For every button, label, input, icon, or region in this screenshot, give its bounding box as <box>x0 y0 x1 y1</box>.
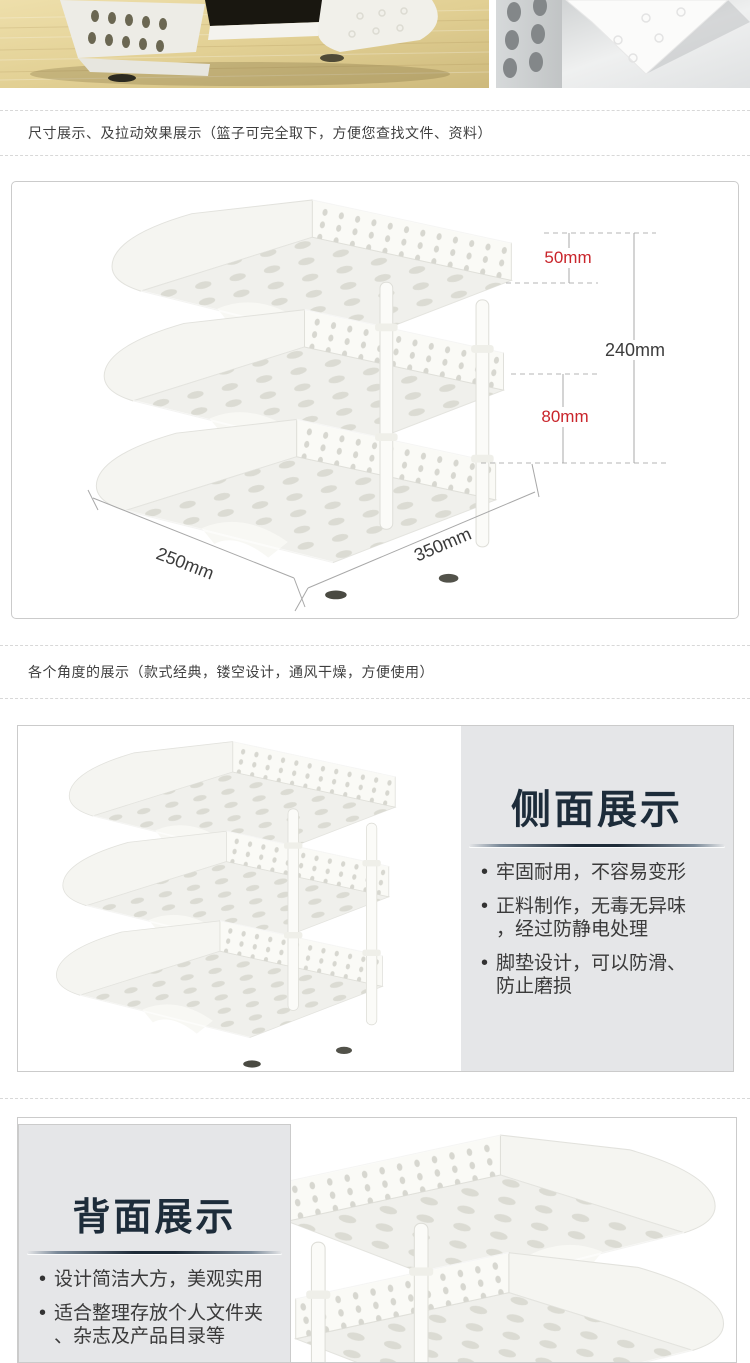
bullet-text: 脚垫设计，可以防滑、 防止磨损 <box>496 953 687 997</box>
bullet-icon: • <box>481 861 489 883</box>
dashed-divider <box>0 1098 750 1099</box>
heading-divider <box>469 844 725 847</box>
back-bullet-list: • 设计简洁大方，美观实用 • 适合整理存放个人文件夹 、杂志及产品目录等 <box>39 1268 284 1348</box>
dim-label-50mm: 50mm <box>544 248 591 267</box>
side-display-panel: 侧面展示 • 牢固耐用，不容易变形 • 正料制作，无毒无异味 ，经过防静电处理 … <box>461 726 733 1071</box>
back-display-heading: 背面展示 <box>72 1197 237 1239</box>
list-item: • 正料制作，无毒无异味 ，经过防静电处理 <box>481 895 727 941</box>
dim-label-350mm: 350mm <box>411 524 474 566</box>
list-item: • 适合整理存放个人文件夹 、杂志及产品目录等 <box>39 1302 284 1348</box>
bullet-text: 适合整理存放个人文件夹 、杂志及产品目录等 <box>54 1303 264 1347</box>
desk-photo-art <box>0 0 489 88</box>
size-caption-row: 尺寸展示、及拉动效果展示（篮子可完全取下，方便您查找文件、资料） <box>0 110 750 156</box>
bullet-text: 正料制作，无毒无异味 ，经过防静电处理 <box>496 896 687 940</box>
list-item: • 脚垫设计，可以防滑、 防止磨损 <box>481 952 727 998</box>
back-display-photo <box>291 1119 737 1363</box>
side-tray-art <box>18 726 461 1071</box>
side-display-photo <box>18 726 461 1071</box>
bullet-text: 牢固耐用，不容易变形 <box>496 862 687 883</box>
dimension-figure: 50mm 240mm 80mm 250mm 350mm <box>11 181 739 619</box>
dimension-diagram: 50mm 240mm 80mm 250mm 350mm <box>87 182 668 612</box>
side-bullet-list: • 牢固耐用，不容易变形 • 正料制作，无毒无异味 ，经过防静电处理 • 脚垫设… <box>481 861 727 998</box>
dim-label-80mm: 80mm <box>541 407 588 426</box>
bullet-icon: • <box>39 1302 47 1324</box>
dim-label-250mm: 250mm <box>154 543 217 583</box>
angles-caption-text: 各个角度的展示（款式经典，镂空设计，通风干燥，方便使用） <box>28 664 434 680</box>
bullet-icon: • <box>481 952 489 974</box>
top-photo-closeup <box>496 0 750 88</box>
side-display-section: 侧面展示 • 牢固耐用，不容易变形 • 正料制作，无毒无异味 ，经过防静电处理 … <box>17 725 734 1072</box>
bullet-text: 设计简洁大方，美观实用 <box>54 1269 264 1290</box>
back-display-panel: 背面展示 • 设计简洁大方，美观实用 • 适合整理存放个人文件夹 、杂志及产品目… <box>18 1124 291 1362</box>
angles-caption-row: 各个角度的展示（款式经典，镂空设计，通风干燥，方便使用） <box>0 645 750 699</box>
size-caption-text: 尺寸展示、及拉动效果展示（篮子可完全取下，方便您查找文件、资料） <box>28 125 492 141</box>
dim-label-240mm: 240mm <box>605 340 665 360</box>
bullet-icon: • <box>39 1268 47 1290</box>
bullet-icon: • <box>481 895 489 917</box>
top-photo-desk <box>0 0 489 88</box>
list-item: • 牢固耐用，不容易变形 <box>481 861 727 884</box>
side-display-heading: 侧面展示 <box>511 788 683 832</box>
heading-divider <box>27 1251 282 1254</box>
back-display-section: 背面展示 • 设计简洁大方，美观实用 • 适合整理存放个人文件夹 、杂志及产品目… <box>17 1117 737 1363</box>
closeup-photo-art <box>496 0 750 88</box>
back-tray-art <box>291 1119 737 1363</box>
list-item: • 设计简洁大方，美观实用 <box>39 1268 284 1291</box>
